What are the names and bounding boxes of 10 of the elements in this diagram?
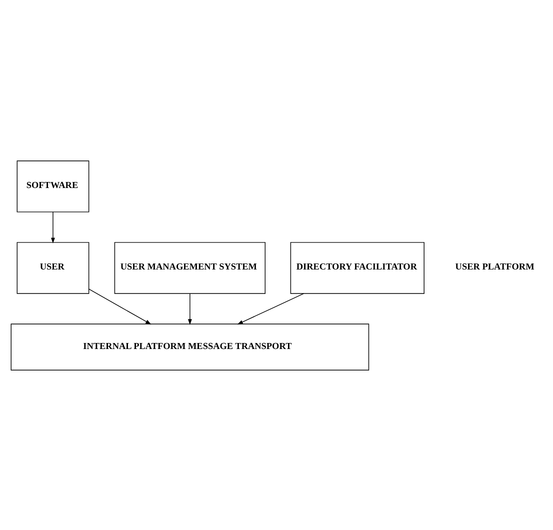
arrow xyxy=(88,288,152,324)
node-box: SOFTWARE xyxy=(16,160,90,212)
node-box: USER MANAGEMENT SYSTEM xyxy=(114,242,266,294)
node-box: DIRECTORY FACILITATOR xyxy=(290,242,424,294)
arrow xyxy=(237,292,304,324)
node-box: USER xyxy=(16,242,90,294)
label: USER PLATFORM xyxy=(455,261,534,272)
node-box: INTERNAL PLATFORM MESSAGE TRANSPORT xyxy=(10,323,370,370)
arrow xyxy=(51,211,55,243)
arrow xyxy=(188,292,192,324)
